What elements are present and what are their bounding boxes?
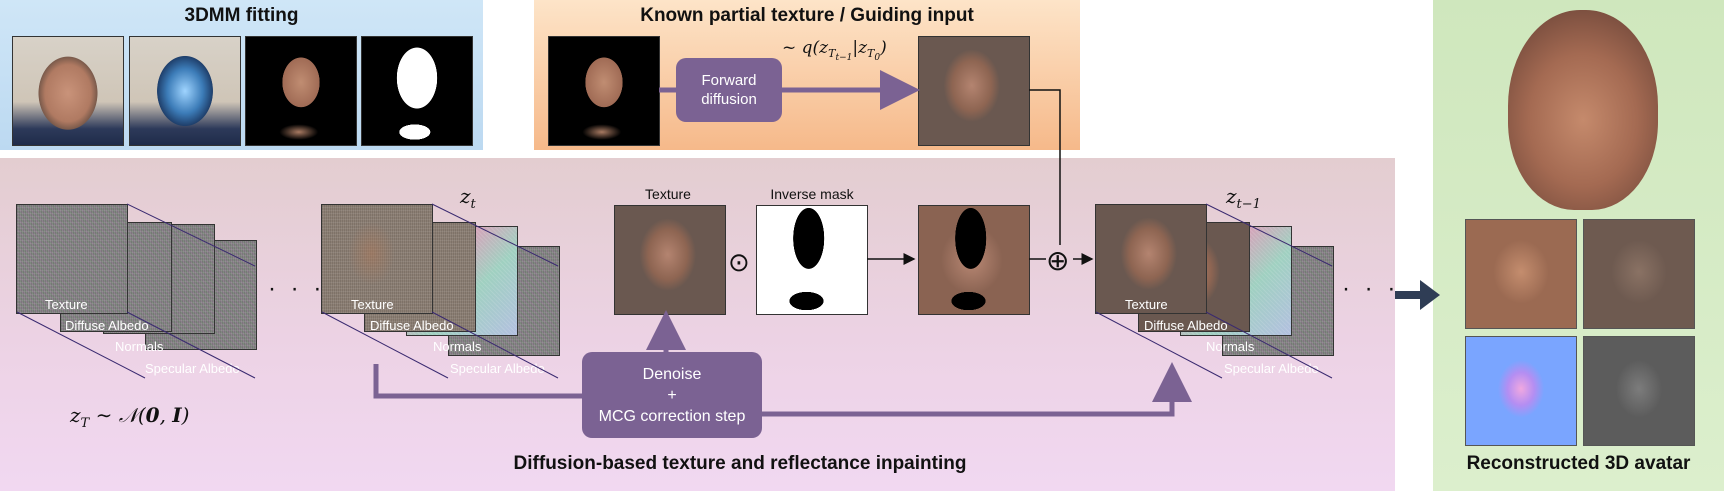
zT-specular-label: Specular Albedo: [145, 361, 240, 376]
guide-to-oplus-line: [1029, 89, 1061, 245]
zt1-stack-outline: [1095, 203, 1333, 379]
avatar-normals-map: [1465, 336, 1577, 446]
oplus-operator: ⊕: [1046, 245, 1070, 276]
zt1-specular-label: Specular Albedo: [1224, 361, 1319, 376]
avatar-texture-map: [1465, 219, 1577, 329]
zT-texture-label: Texture: [45, 297, 88, 312]
visibility-mask-image: [361, 36, 473, 146]
avatar-specular-map: [1583, 336, 1695, 446]
known-partial-texture: [548, 36, 660, 146]
zt-stack-outline: [321, 203, 559, 379]
denoised-texture: [614, 205, 726, 315]
zt1-label: zt−1: [1226, 184, 1261, 212]
forward-diffusion-box: Forward diffusion: [676, 58, 782, 122]
zt-label: zt: [460, 184, 476, 212]
avatar-head-render: [1508, 10, 1658, 210]
inverse-mask-caption: Inverse mask: [770, 186, 854, 202]
denoise-line3: MCG correction step: [598, 407, 746, 425]
zt-texture-label: Texture: [351, 297, 394, 312]
ellipsis-1: · · ·: [268, 275, 326, 302]
zT-texture-layer: [16, 204, 128, 314]
partial-texture-image: [245, 36, 357, 146]
masked-texture-image: [918, 205, 1030, 315]
diffusion-title: Diffusion-based texture and reflectance …: [513, 453, 967, 474]
zt1-albedo-label: Diffuse Albedo: [1144, 318, 1228, 333]
avatar-albedo-map: [1583, 219, 1695, 329]
fitted-shape-render: [129, 36, 241, 146]
zt-texture-layer: [321, 204, 433, 314]
forward-diffusion-line1: Forward: [701, 72, 757, 89]
zt1-normals-label: Normals: [1206, 339, 1255, 354]
output-arrow-head: [1420, 280, 1440, 310]
zt-to-denoise-line: [373, 364, 582, 399]
input-photo: [12, 36, 124, 146]
avatar-title: Reconstructed 3D avatar: [1466, 453, 1691, 474]
zt1-texture-label: Texture: [1125, 297, 1168, 312]
zT-stack-outline: [16, 203, 256, 379]
3dmm-fitting-title: 3DMM fitting: [184, 5, 299, 26]
zt-normals-label: Normals: [433, 339, 482, 354]
hadamard-operator: ⊙: [728, 247, 750, 277]
guiding-input-title: Known partial texture / Guiding input: [640, 5, 974, 26]
zT-albedo-label: Diffuse Albedo: [65, 318, 149, 333]
denoise-line1: Denoise: [642, 365, 702, 383]
denoise-line2: +: [667, 386, 677, 404]
denoise-mcg-box: Denoise + MCG correction step: [582, 352, 762, 438]
zt-specular-label: Specular Albedo: [450, 361, 545, 376]
q-formula: ~ q(zTt−1|zT0): [782, 38, 887, 64]
inverse-mask-image: [756, 205, 868, 315]
forward-diffusion-line2: diffusion: [701, 91, 757, 108]
texture-caption: Texture: [645, 186, 691, 202]
ellipsis-2: · · ·: [1342, 275, 1400, 302]
zt-albedo-label: Diffuse Albedo: [370, 318, 454, 333]
denoise-to-zt1-arrow: [762, 362, 1192, 417]
noised-partial-texture: [918, 36, 1030, 146]
zT-formula: zT ∼ 𝒩(0, I): [70, 403, 190, 431]
zt1-texture-layer: [1095, 204, 1207, 314]
zT-normals-label: Normals: [115, 339, 164, 354]
